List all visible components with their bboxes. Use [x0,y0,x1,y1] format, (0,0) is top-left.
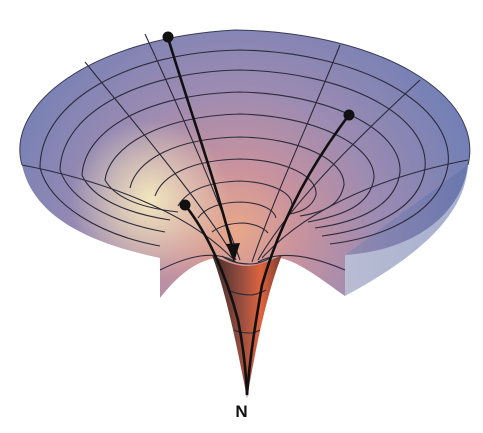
meridian-lines [21,33,469,271]
contour-lines [39,49,449,334]
trajectory-arrow-head [226,243,240,262]
trajectory-top [166,37,235,251]
start-point-left [179,199,191,211]
start-point-top [162,31,174,43]
right-cut-face [345,165,468,296]
trajectories [162,31,355,396]
bowl-highlight [19,30,470,398]
start-point-right [343,109,355,121]
rim-outline [19,29,471,166]
trajectory-left [183,204,249,396]
funnel-bottom-label: N [235,402,248,421]
trajectory-right [245,114,351,396]
